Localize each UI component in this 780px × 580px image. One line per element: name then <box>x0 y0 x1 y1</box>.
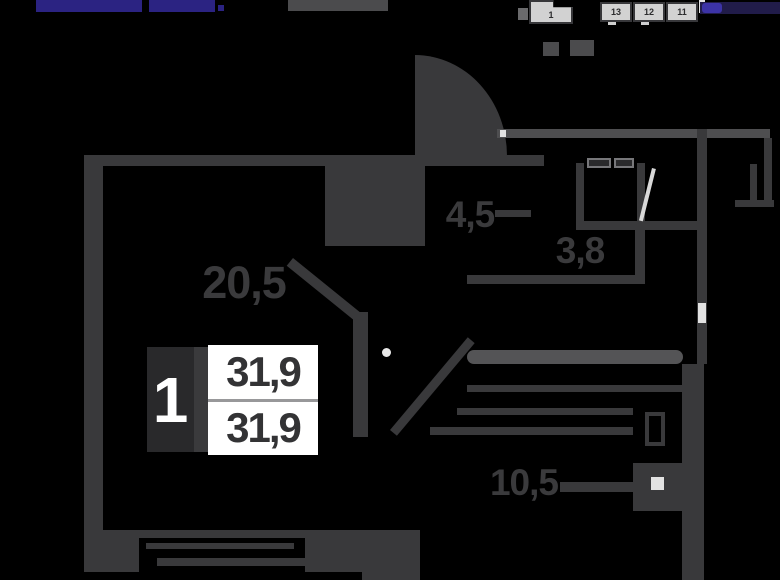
logo-dot <box>218 5 224 11</box>
balcony-line <box>157 558 335 566</box>
bench-line <box>560 482 650 492</box>
cutoff-mark <box>570 40 594 56</box>
minimap-tick <box>608 22 616 25</box>
minimap-stub <box>518 8 528 20</box>
wall-segment <box>467 385 683 392</box>
cropped-banner <box>700 2 780 14</box>
minimap-unit-number: 13 <box>610 7 621 17</box>
wall-segment <box>637 163 645 227</box>
badge-area-living: 31,9 <box>226 404 302 452</box>
door-knob-dot <box>382 348 391 357</box>
cutoff-mark <box>543 42 559 56</box>
door-opening <box>698 303 706 323</box>
wall-segment <box>430 427 633 435</box>
wardrobe-door-icon <box>614 158 634 168</box>
room-area-label-living: 20,5 <box>202 257 287 308</box>
logo-text-cropped <box>149 0 215 12</box>
wall-diagonal <box>390 337 475 436</box>
minimap-unit-number: 1 <box>548 10 554 20</box>
wall-segment <box>467 275 645 284</box>
wardrobe-door-icon <box>587 158 611 168</box>
cropped-ui-fragment <box>288 0 388 11</box>
door-hinge-mark <box>500 130 506 137</box>
minimap-unit-11[interactable]: 11 <box>666 2 698 22</box>
wall-segment <box>576 163 584 227</box>
wall-segment <box>353 312 368 437</box>
minimap-unit-number: 11 <box>677 7 687 17</box>
wall-segment <box>84 155 103 572</box>
wall-segment <box>635 228 645 284</box>
door-swing-arc <box>415 55 507 156</box>
window-sill <box>146 543 294 549</box>
badge-divider <box>194 347 208 452</box>
wall-segment <box>305 530 365 572</box>
minimap-unit-number: 12 <box>643 7 654 17</box>
wall-segment <box>362 530 420 580</box>
wall-shaft-block <box>325 166 425 246</box>
fixture-hole <box>651 477 664 490</box>
room-area-label-hallway: 4,5 <box>445 194 495 235</box>
wall-segment <box>697 129 707 364</box>
room-area-label-terrace: 10,5 <box>489 462 559 503</box>
wall-segment <box>735 200 774 207</box>
badge-area-panel: 31,9 31,9 <box>208 345 318 455</box>
top-bar: 1 13 12 11 <box>0 0 780 30</box>
wall-segment <box>457 408 633 415</box>
wall-segment <box>682 364 704 580</box>
badge-rooms-count: 1 <box>147 347 194 452</box>
balcony-rail <box>467 350 683 364</box>
badge-area-total: 31,9 <box>208 345 318 402</box>
wall-segment <box>576 221 697 230</box>
minimap-unit-13[interactable]: 13 <box>600 2 632 22</box>
wall-segment <box>84 155 544 166</box>
wall-segment <box>750 164 757 207</box>
window-sill <box>139 530 307 538</box>
wall-segment <box>497 129 770 138</box>
floor-minimap: 1 13 12 11 <box>514 0 710 28</box>
room-area-label-bathroom: 3,8 <box>555 230 605 271</box>
wall-segment <box>764 138 772 204</box>
wall-segment <box>495 210 531 217</box>
door-frame-icon <box>645 412 665 446</box>
wall-segment <box>84 530 139 572</box>
minimap-tick <box>641 22 649 25</box>
banner-highlight <box>702 3 722 13</box>
minimap-unit-12[interactable]: 12 <box>633 2 665 22</box>
logo-text-cropped <box>36 0 142 12</box>
